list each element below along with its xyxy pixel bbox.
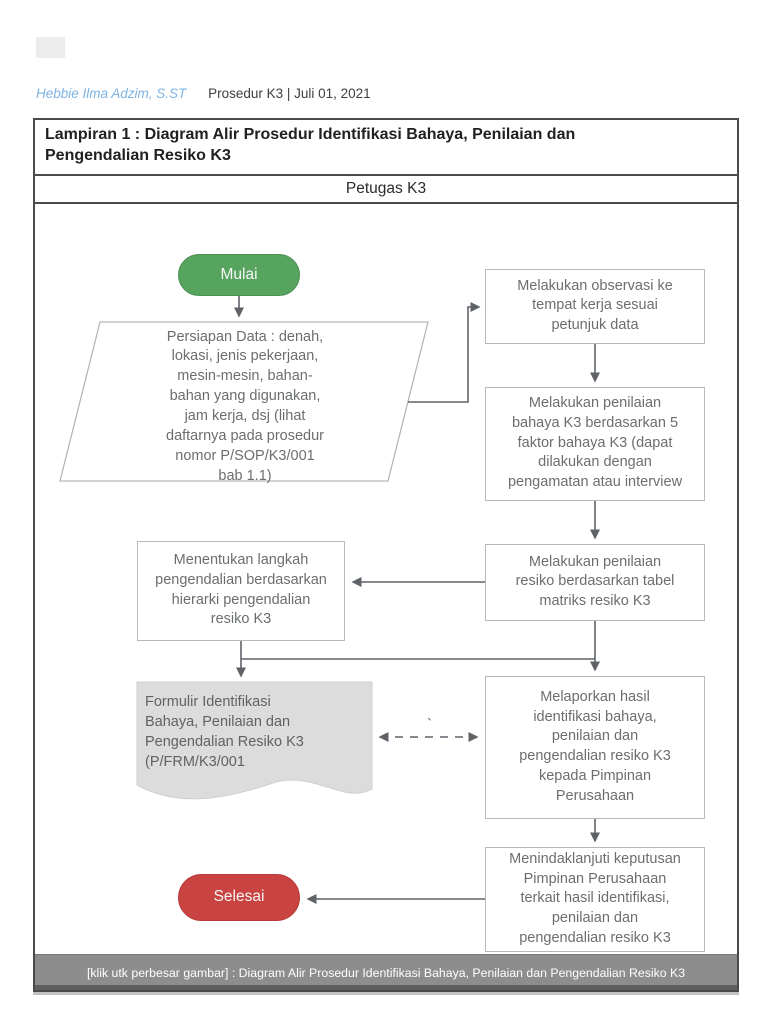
post-meta: Prosedur K3 | Juli 01, 2021 <box>208 86 371 101</box>
process-box-melaporkan: Melaporkan hasil identifikasi bahaya, pe… <box>485 675 705 819</box>
flowchart-canvas[interactable]: Mulai Persiapan Data : denah, lokasi, je… <box>35 203 737 954</box>
process-box-penilaian-bahaya: Melakukan penilaian bahaya K3 berdasarka… <box>485 386 705 501</box>
data-prep-text: Persiapan Data : denah, lokasi, jenis pe… <box>166 328 324 484</box>
caption-bar[interactable]: [klik utk perbesar gambar] : Diagram Ali… <box>35 953 737 990</box>
process-box-pengendalian: Menentukan langkah pengendalian berdasar… <box>137 540 345 641</box>
process-box-penilaian-resiko: Melakukan penilaian resiko berdasarkan t… <box>485 543 705 621</box>
diagram-title: Lampiran 1 : Diagram Alir Prosedur Ident… <box>35 120 737 176</box>
arrow-dataprep-to-observe <box>408 301 481 403</box>
lane-header: Petugas K3 <box>35 176 737 204</box>
byline: Hebbie Ilma Adzim, S.ST Prosedur K3 | Ju… <box>36 86 371 101</box>
document-shape <box>136 681 373 799</box>
document-text: Formulir Identifikasi Bahaya, Penilaian … <box>145 693 304 771</box>
connector-layer <box>59 295 600 904</box>
logo-placeholder <box>36 37 65 58</box>
data-prep-shape <box>59 320 429 482</box>
diagram-frame[interactable]: Lampiran 1 : Diagram Alir Prosedur Ident… <box>33 118 739 992</box>
end-node: Selesai <box>178 873 300 921</box>
process-box-observasi: Melakukan observasi ke tempat kerja sesu… <box>485 268 705 344</box>
process-box-menindaklanjuti: Menindaklanjuti keputusan Pimpinan Perus… <box>485 846 705 952</box>
start-node: Mulai <box>178 253 300 296</box>
stray-tick-mark: ` <box>427 715 432 733</box>
author-link[interactable]: Hebbie Ilma Adzim, S.ST <box>36 86 187 101</box>
